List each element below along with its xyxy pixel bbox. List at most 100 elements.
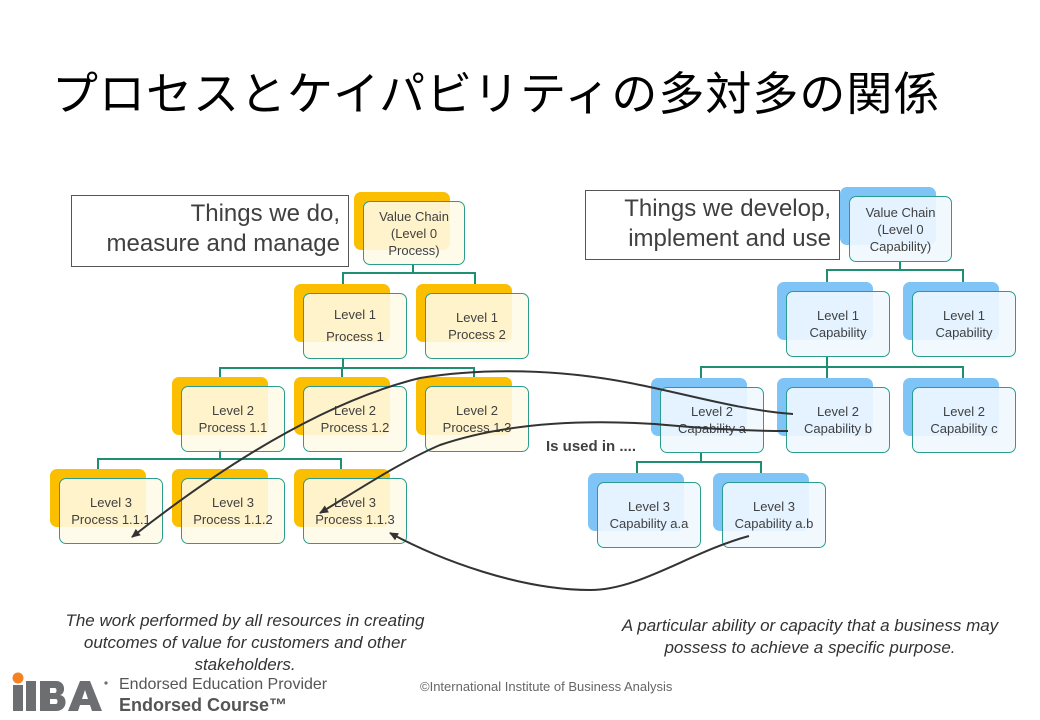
node-text: Level 1 [334, 307, 376, 322]
node-text: Value Chain [379, 208, 449, 224]
node-text: Level 1 [817, 308, 859, 323]
capability-label-line2: implement and use [628, 225, 831, 252]
node-text: Process 1 [326, 329, 384, 344]
capability-level2-node: Level 2 Capability a [651, 378, 764, 453]
node-text: Level 3 [212, 495, 254, 510]
node-text: Capability b [804, 421, 872, 436]
connector [826, 366, 828, 386]
capability-side-label: Things we develop, implement and use [585, 190, 840, 260]
endorse-provider: Endorsed Education Provider [119, 676, 328, 693]
connector [826, 356, 828, 367]
process-level2-node: Level 2 Process 1.2 [294, 377, 407, 452]
node-text: Level 2 [691, 404, 733, 419]
capability-level2-node: Level 2 Capability b [777, 378, 890, 453]
node-box: Level 2 Process 1.1 [181, 386, 285, 452]
node-text: Level 2 [817, 404, 859, 419]
node-text: Level 2 [334, 403, 376, 418]
node-text: Capability a.a [609, 516, 689, 531]
node-box: Level 2 Capability b [786, 387, 890, 453]
node-text: Level 3 [334, 495, 376, 510]
node-text: Process 1.3 [442, 420, 512, 435]
connector [700, 366, 964, 368]
process-level2-node: Level 2 Process 1.1 [172, 377, 285, 452]
node-box: Level 2 Process 1.2 [303, 386, 407, 452]
connector [412, 265, 414, 273]
node-text: (Level 0 [877, 221, 924, 237]
node-text: Process 1.1.2 [193, 512, 273, 527]
node-box: Level 3 Process 1.1.2 [181, 478, 285, 544]
node-text: Level 3 [753, 499, 795, 514]
connector [636, 461, 762, 463]
connector [97, 458, 342, 460]
capability-level2-node: Level 2 Capability c [903, 378, 1016, 453]
node-text: Capability c [930, 421, 998, 436]
process-label-line2: measure and manage [106, 230, 340, 257]
node-text: Level 2 [943, 404, 985, 419]
connector [342, 357, 344, 368]
node-text: Process 1.1.1 [71, 512, 151, 527]
node-text: Capability [935, 325, 993, 340]
process-level3-node: Level 3 Process 1.1.2 [172, 469, 285, 544]
slide-title: プロセスとケイパビリティの多対多の関係 [52, 67, 941, 121]
node-box: Level 2 Capability c [912, 387, 1016, 453]
node-text: Process) [388, 242, 440, 258]
node-text: Process 1.1 [198, 420, 268, 435]
node-text: Level 1 [943, 308, 985, 323]
process-definition: The work performed by all resources in c… [65, 611, 425, 674]
logo-dot-icon [12, 672, 24, 684]
connector [219, 367, 475, 369]
node-text: Level 3 [628, 499, 670, 514]
node-box: Level 3 Capability a.b [722, 482, 826, 548]
node-box: Level 1 Capability [912, 291, 1016, 357]
endorsement: Endorsed Education Provider Endorsed Cou… [119, 676, 327, 716]
iiba-logo [12, 672, 108, 711]
capability-definition: A particular ability or capacity that a … [621, 616, 999, 657]
connector [899, 262, 901, 270]
node-text: Process 1.2 [320, 420, 390, 435]
node-box: Level 1 Capability [786, 291, 890, 357]
capability-level1-node: Level 1 Capability [903, 282, 1016, 357]
process-label-line1: Things we do, [190, 200, 340, 227]
node-box: Level 2 Capability a [660, 387, 764, 453]
connector [342, 272, 344, 288]
node-box: Level 2 Process 1.3 [425, 386, 529, 452]
node-text: (Level 0 [390, 225, 438, 241]
node-box: Value Chain (Level 0 Process) [363, 201, 465, 265]
node-text: Capability) [869, 238, 932, 254]
copyright: ©International Institute of Business Ana… [420, 679, 673, 694]
node-text: Level 1 [456, 310, 498, 325]
connector [826, 269, 964, 271]
process-root-node: Value Chain (Level 0 Process) [354, 192, 465, 265]
node-text: Level 2 [456, 403, 498, 418]
node-box: Level 3 Capability a.a [597, 482, 701, 548]
connector [826, 269, 828, 289]
node-text: Level 3 [90, 495, 132, 510]
node-text: Value Chain [865, 204, 936, 220]
process-side-label: Things we do, measure and manage [71, 195, 349, 267]
node-text: Process 1.1.3 [315, 512, 395, 527]
node-box: Level 3 Process 1.1.1 [59, 478, 163, 544]
connector [962, 269, 964, 289]
node-text: Capability [809, 325, 867, 340]
relation-label: Is used in .... [546, 438, 637, 455]
node-box: Level 1 Process 2 [425, 293, 529, 359]
connector [962, 366, 964, 386]
node-box: Level 3 Process 1.1.3 [303, 478, 407, 544]
node-text: Level 2 [212, 403, 254, 418]
capability-level3-node: Level 3 Capability a.a [588, 473, 701, 548]
node-text: Process 2 [448, 327, 506, 342]
process-level3-node: Level 3 Process 1.1.3 [294, 469, 407, 544]
capability-root-node: Value Chain (Level 0 Capability) [840, 187, 952, 262]
endorse-course: Endorsed Course™ [119, 695, 288, 715]
process-level1-node: Level 1 Process 2 [416, 284, 529, 359]
process-level3-node: Level 3 Process 1.1.1 [50, 469, 163, 544]
node-box: Value Chain (Level 0 Capability) [849, 196, 952, 262]
capability-label-line1: Things we develop, [624, 195, 831, 222]
connector [342, 272, 476, 274]
capability-level3-node: Level 3 Capability a.b [713, 473, 826, 548]
node-text: Capability a [678, 421, 746, 436]
node-text: Capability a.b [734, 516, 814, 531]
connector [474, 272, 476, 288]
process-level1-node: Level 1 Process 1 [294, 284, 407, 359]
process-level2-node: Level 2 Process 1.3 [416, 377, 529, 452]
